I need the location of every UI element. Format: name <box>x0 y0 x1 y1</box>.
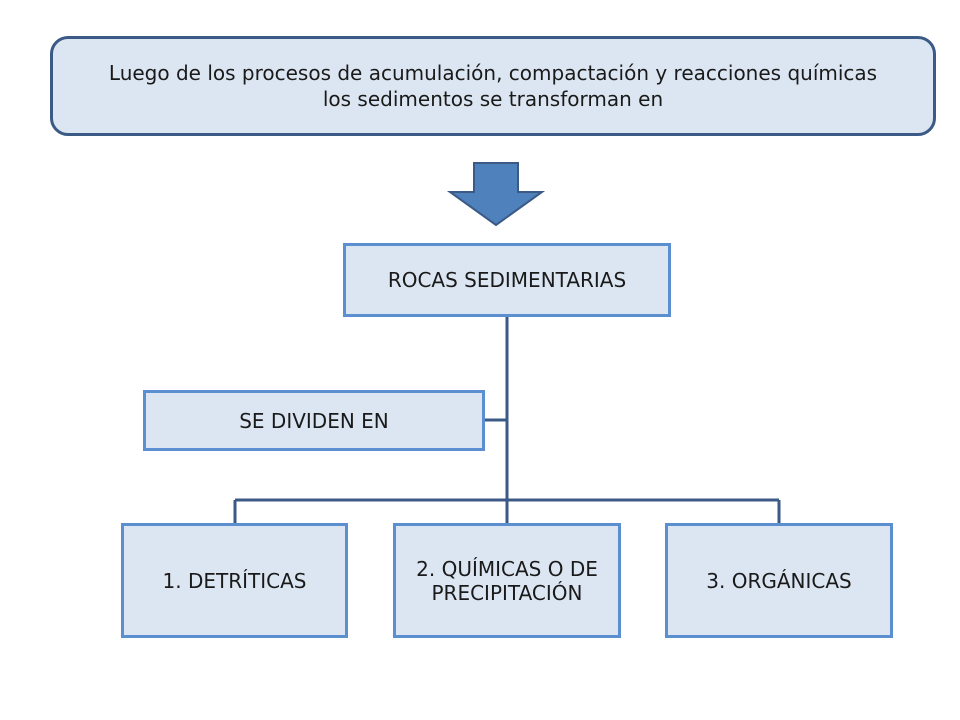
child-node-organicas: 3. ORGÁNICAS <box>665 523 893 638</box>
root-node: ROCAS SEDIMENTARIAS <box>343 243 671 317</box>
child-label: 1. DETRÍTICAS <box>162 568 307 593</box>
assistant-label: SE DIVIDEN EN <box>239 408 389 433</box>
down-arrow-icon <box>446 162 546 227</box>
child-node-quimicas: 2. QUÍMICAS O DE PRECIPITACIÓN <box>393 523 621 638</box>
assistant-node: SE DIVIDEN EN <box>143 390 485 451</box>
intro-box: Luego de los procesos de acumulación, co… <box>50 36 936 136</box>
intro-text: Luego de los procesos de acumulación, co… <box>108 61 878 111</box>
child-label: 2. QUÍMICAS O DE PRECIPITACIÓN <box>416 556 598 605</box>
child-label: 3. ORGÁNICAS <box>706 568 852 593</box>
child-node-detriticas: 1. DETRÍTICAS <box>121 523 348 638</box>
root-label: ROCAS SEDIMENTARIAS <box>387 268 627 292</box>
